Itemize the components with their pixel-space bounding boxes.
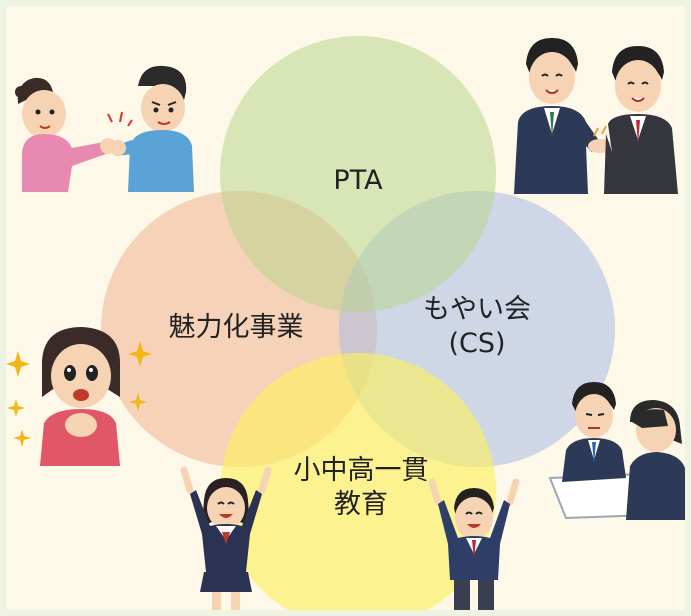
cheering-schoolboy-illustration [428, 478, 520, 610]
businessmen-handshake-illustration [514, 38, 678, 194]
venn-circles [101, 36, 615, 610]
label-ikkan: 小中高一貫 教育 [293, 455, 429, 520]
parent-teacher-fistbump-illustration [15, 65, 194, 192]
meeting-illustration [548, 382, 685, 520]
label-moyai: もやい会 (CS) [423, 294, 531, 359]
label-miryoku: 魅力化事業 [168, 312, 304, 343]
circle-ikkan [220, 353, 496, 610]
cheering-schoolgirl-illustration [180, 466, 272, 610]
excited-girl-illustration [6, 327, 152, 466]
label-pta: PTA [333, 165, 383, 196]
circle-pta [220, 36, 496, 312]
venn-diagram-frame: PTA 魅力化事業 もやい会 (CS) 小中高一貫 教育 [6, 6, 685, 610]
